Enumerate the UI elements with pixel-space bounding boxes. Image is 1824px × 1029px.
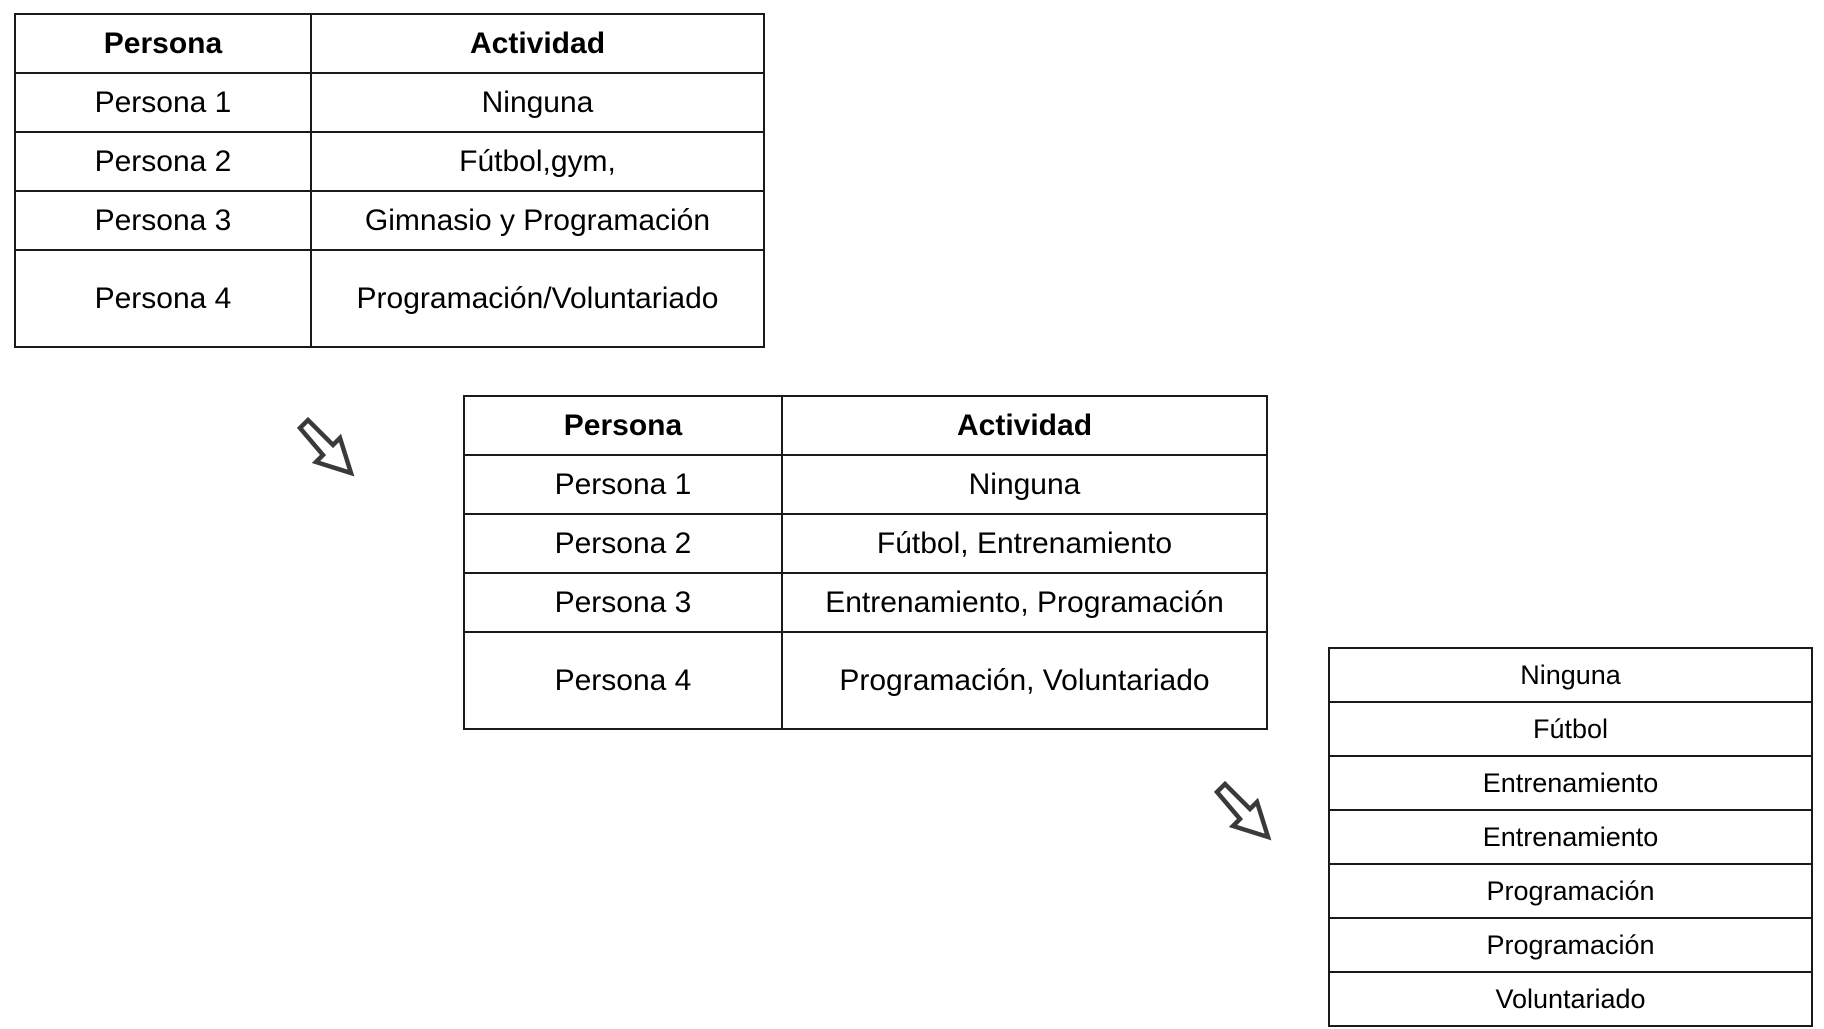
original-activity-table: Persona Actividad Persona 1 Ninguna Pers… (14, 13, 765, 348)
persona-cell: Persona 3 (463, 572, 783, 633)
activity-cell: Programación (1328, 863, 1813, 919)
actividad-cell: Fútbol, Entrenamiento (781, 513, 1268, 574)
header-persona: Persona (14, 13, 312, 74)
table-row: Fútbol (1328, 701, 1813, 757)
actividad-cell: Gimnasio y Programación (310, 190, 765, 251)
activity-cell: Entrenamiento (1328, 755, 1813, 811)
actividad-cell: Fútbol,gym, (310, 131, 765, 192)
header-actividad: Actividad (310, 13, 765, 74)
table-row: Persona 3 Entrenamiento, Programación (463, 572, 1268, 633)
actividad-cell: Programación/Voluntariado (310, 249, 765, 348)
table-row: Entrenamiento (1328, 809, 1813, 865)
persona-cell: Persona 2 (463, 513, 783, 574)
table-row: Voluntariado (1328, 971, 1813, 1027)
persona-cell: Persona 4 (14, 249, 312, 348)
table-row: Persona 3 Gimnasio y Programación (14, 190, 765, 251)
actividad-cell: Entrenamiento, Programación (781, 572, 1268, 633)
persona-cell: Persona 2 (14, 131, 312, 192)
normalized-activity-table: Persona Actividad Persona 1 Ninguna Pers… (463, 395, 1268, 730)
activity-cell: Ninguna (1328, 647, 1813, 703)
persona-cell: Persona 3 (14, 190, 312, 251)
header-actividad: Actividad (781, 395, 1268, 456)
table-header-row: Persona Actividad (463, 395, 1268, 456)
actividad-cell: Programación, Voluntariado (781, 631, 1268, 730)
actividad-cell: Ninguna (781, 454, 1268, 515)
down-right-arrow-icon (1213, 780, 1272, 841)
table-row: Persona 2 Fútbol, Entrenamiento (463, 513, 1268, 574)
table-header-row: Persona Actividad (14, 13, 765, 74)
table-row: Persona 1 Ninguna (14, 72, 765, 133)
activity-cell: Entrenamiento (1328, 809, 1813, 865)
table-row: Persona 2 Fútbol,gym, (14, 131, 765, 192)
down-right-arrow-icon (296, 416, 355, 477)
persona-cell: Persona 1 (14, 72, 312, 133)
table-row: Programación (1328, 917, 1813, 973)
persona-cell: Persona 4 (463, 631, 783, 730)
activity-cell: Programación (1328, 917, 1813, 973)
table-row: Persona 4 Programación/Voluntariado (14, 249, 765, 348)
table-row: Persona 1 Ninguna (463, 454, 1268, 515)
actividad-cell: Ninguna (310, 72, 765, 133)
header-persona: Persona (463, 395, 783, 456)
table-row: Programación (1328, 863, 1813, 919)
table-row: Ninguna (1328, 647, 1813, 703)
activity-cell: Voluntariado (1328, 971, 1813, 1027)
activity-cell: Fútbol (1328, 701, 1813, 757)
table-row: Persona 4 Programación, Voluntariado (463, 631, 1268, 730)
persona-cell: Persona 1 (463, 454, 783, 515)
activities-list-table: Ninguna Fútbol Entrenamiento Entrenamien… (1328, 647, 1813, 1027)
table-row: Entrenamiento (1328, 755, 1813, 811)
